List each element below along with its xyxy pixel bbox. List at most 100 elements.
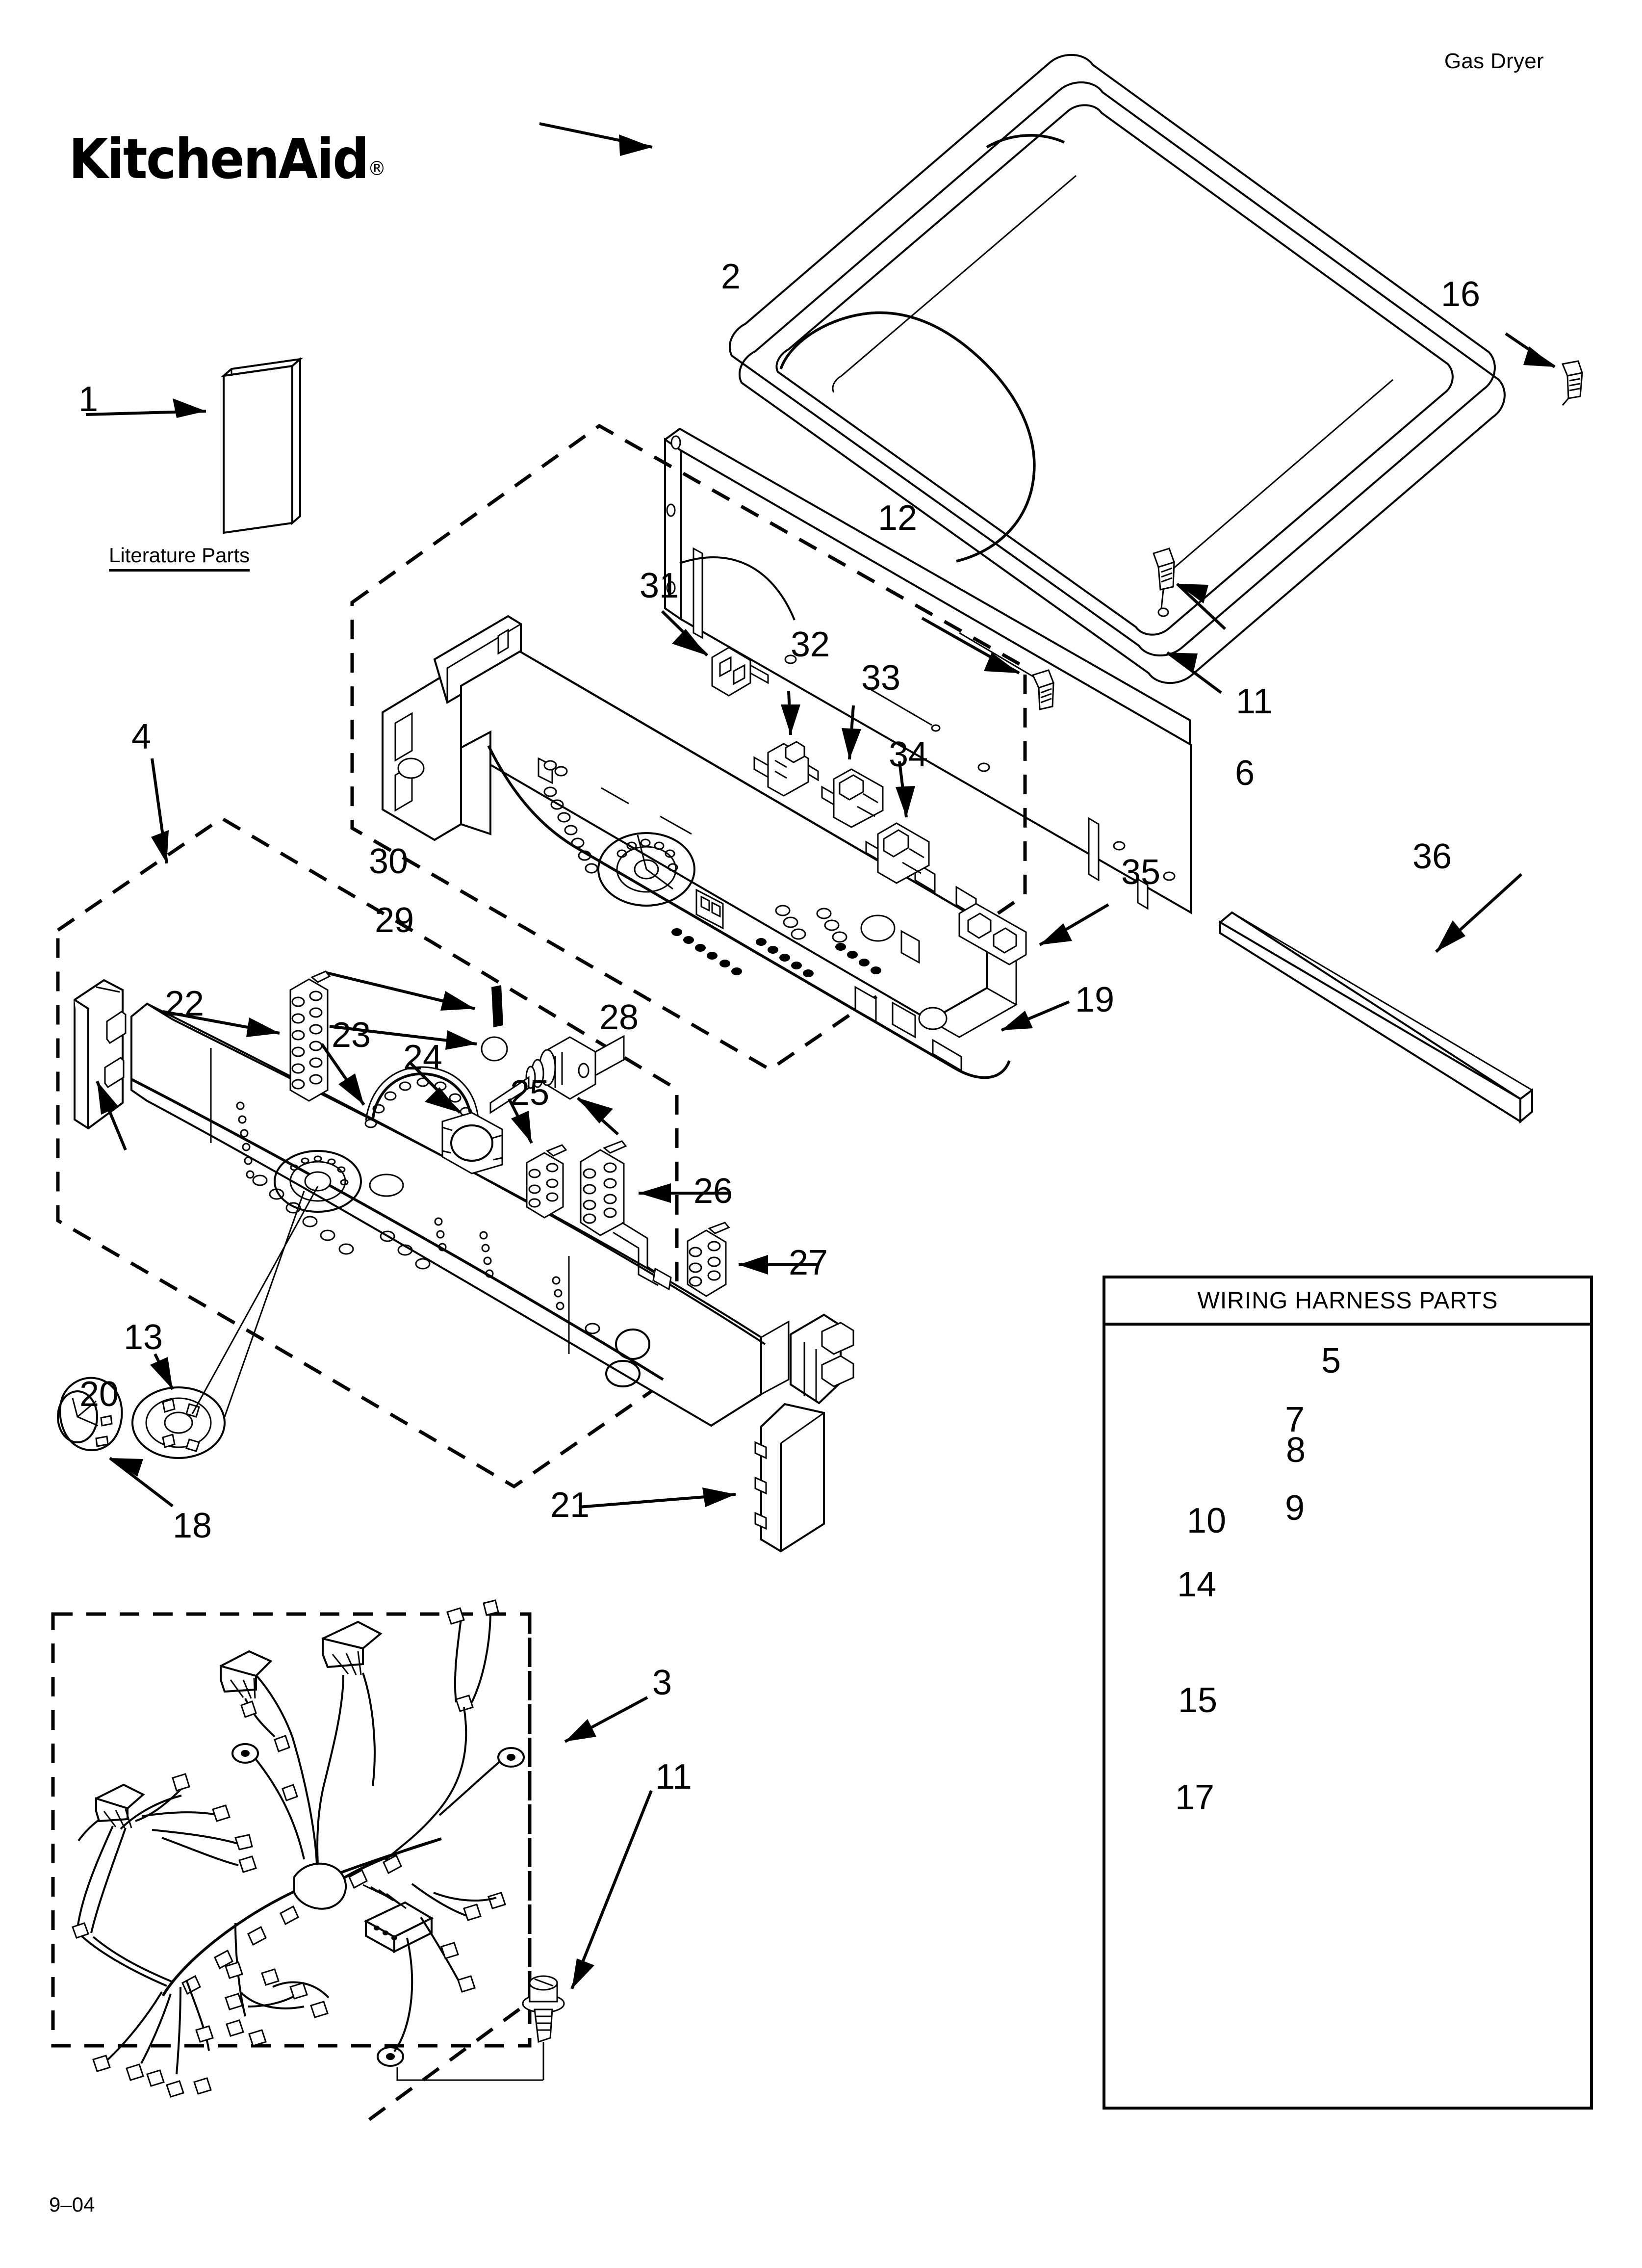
whp-callout-15: 15 — [1178, 1681, 1218, 1720]
leader-6 — [1166, 651, 1222, 694]
leader-21 — [578, 1487, 736, 1509]
part-hex-head-screw-right — [1153, 547, 1175, 617]
callout-19: 19 — [1075, 980, 1115, 1019]
wiring-harness-parts-title: WIRING HARNESS PARTS — [1197, 1287, 1498, 1314]
whp-callout-9: 9 — [1285, 1488, 1305, 1528]
callout-2: 2 — [721, 257, 741, 296]
part-indicator-lens — [441, 1112, 503, 1174]
group-boundary-3 — [51, 1612, 532, 2126]
part-top-panel-screw — [1561, 360, 1583, 406]
wiring-harness-parts-box: WIRING HARNESS PARTS — [1103, 1276, 1593, 2110]
leader-23 — [320, 1043, 365, 1106]
revision-date: 9–04 — [49, 2193, 95, 2216]
whp-callout-10: 10 — [1187, 1501, 1227, 1540]
part-connector-clip-c — [865, 822, 930, 884]
leader-36 — [1435, 873, 1523, 953]
part-top-panel — [729, 53, 1506, 684]
part-rotary-selector-switch — [489, 1035, 625, 1114]
whp-callout-5: 5 — [1321, 1341, 1341, 1381]
leader-33 — [842, 705, 861, 760]
callout-22: 22 — [165, 984, 205, 1023]
callout-34: 34 — [889, 735, 928, 774]
part-harness-mount-screw — [522, 1975, 565, 2080]
leader-20 — [96, 1080, 127, 1151]
whp-callout-7: 7 — [1285, 1400, 1305, 1439]
part-end-cap-right — [754, 1403, 825, 1553]
part-washer — [481, 1036, 508, 1062]
whp-callout-14: 14 — [1177, 1565, 1217, 1604]
leader-3 — [564, 1696, 648, 1743]
page-title: Gas Dryer — [1444, 49, 1544, 73]
part-hex-head-screw-top — [1031, 669, 1054, 710]
callout-3: 3 — [652, 1663, 672, 1702]
registered-trademark-icon: ® — [367, 157, 386, 180]
leader-18 — [109, 1457, 174, 1508]
brand-logo-text: KitchenAid — [69, 128, 369, 191]
callout-20: 20 — [79, 1375, 119, 1414]
leader-13 — [150, 1353, 174, 1390]
leader-12 — [921, 617, 1020, 675]
callout-24: 24 — [403, 1038, 443, 1077]
part-connector-clip-a — [753, 741, 819, 797]
part-connector-strip-6-pin — [289, 970, 331, 1102]
callout-36: 36 — [1412, 837, 1452, 876]
part-connector-clip-b — [821, 768, 884, 828]
leader-31 — [661, 610, 709, 657]
part-trim-strip — [1218, 911, 1533, 1124]
group-boundary-19 — [350, 423, 1027, 1072]
callout-11-bottom: 11 — [655, 1757, 692, 1797]
part-console-front-panel — [130, 1002, 854, 1427]
part-control-knob-dial — [131, 1186, 319, 1459]
part-switch-interlock — [711, 647, 769, 697]
part-console-rear-bracket — [664, 427, 1192, 914]
leader-1 — [85, 398, 206, 418]
leader-26 — [639, 1183, 731, 1203]
leader-30 — [324, 971, 475, 1011]
leader-35 — [1039, 903, 1109, 946]
callout-27: 27 — [789, 1243, 828, 1282]
wiring-harness-parts-header: WIRING HARNESS PARTS — [1105, 1278, 1590, 1326]
part-wire-jumper-arc — [364, 1066, 480, 1131]
callout-11-top: 11 — [1236, 682, 1273, 721]
part-literature-manual — [220, 357, 304, 534]
leader-24 — [409, 1061, 462, 1114]
callout-32: 32 — [791, 625, 830, 664]
part-push-knob — [57, 1377, 123, 1452]
callout-33: 33 — [861, 658, 901, 698]
part-control-board-assembly — [382, 615, 1018, 1079]
callout-16: 16 — [1441, 275, 1481, 314]
leader-4 — [151, 758, 169, 864]
callout-18: 18 — [173, 1506, 212, 1545]
callout-23: 23 — [332, 1016, 371, 1055]
literature-parts-caption: Literature Parts — [109, 544, 250, 572]
part-main-wiring-harness — [72, 1599, 543, 2098]
whp-callout-8: 8 — [1286, 1431, 1306, 1470]
leader-2 — [539, 122, 653, 156]
leader-27 — [739, 1255, 819, 1275]
callout-13: 13 — [124, 1318, 163, 1357]
part-terminal-block — [958, 903, 1027, 965]
callout-35: 35 — [1121, 853, 1161, 892]
part-connector-2-pin — [526, 1144, 567, 1219]
callout-28: 28 — [599, 998, 639, 1037]
callout-26: 26 — [693, 1172, 733, 1211]
leader-34 — [896, 761, 915, 818]
leader-22 — [162, 1010, 280, 1037]
whp-callout-17: 17 — [1175, 1778, 1215, 1817]
leader-28 — [576, 1096, 619, 1136]
callout-12: 12 — [878, 498, 918, 538]
part-end-cap-left — [74, 979, 127, 1130]
callout-1: 1 — [78, 380, 99, 419]
callout-29: 29 — [375, 901, 414, 940]
leader-11-bottom — [570, 1790, 653, 1990]
part-retainer-spring — [491, 985, 503, 1027]
callout-31: 31 — [640, 566, 679, 605]
part-connector-3-pin — [687, 1222, 730, 1297]
leader-29 — [329, 1025, 477, 1050]
callout-21: 21 — [550, 1486, 590, 1525]
leader-32 — [781, 690, 800, 735]
callout-30: 30 — [369, 842, 409, 881]
brand-logo: KitchenAid® — [69, 128, 386, 191]
